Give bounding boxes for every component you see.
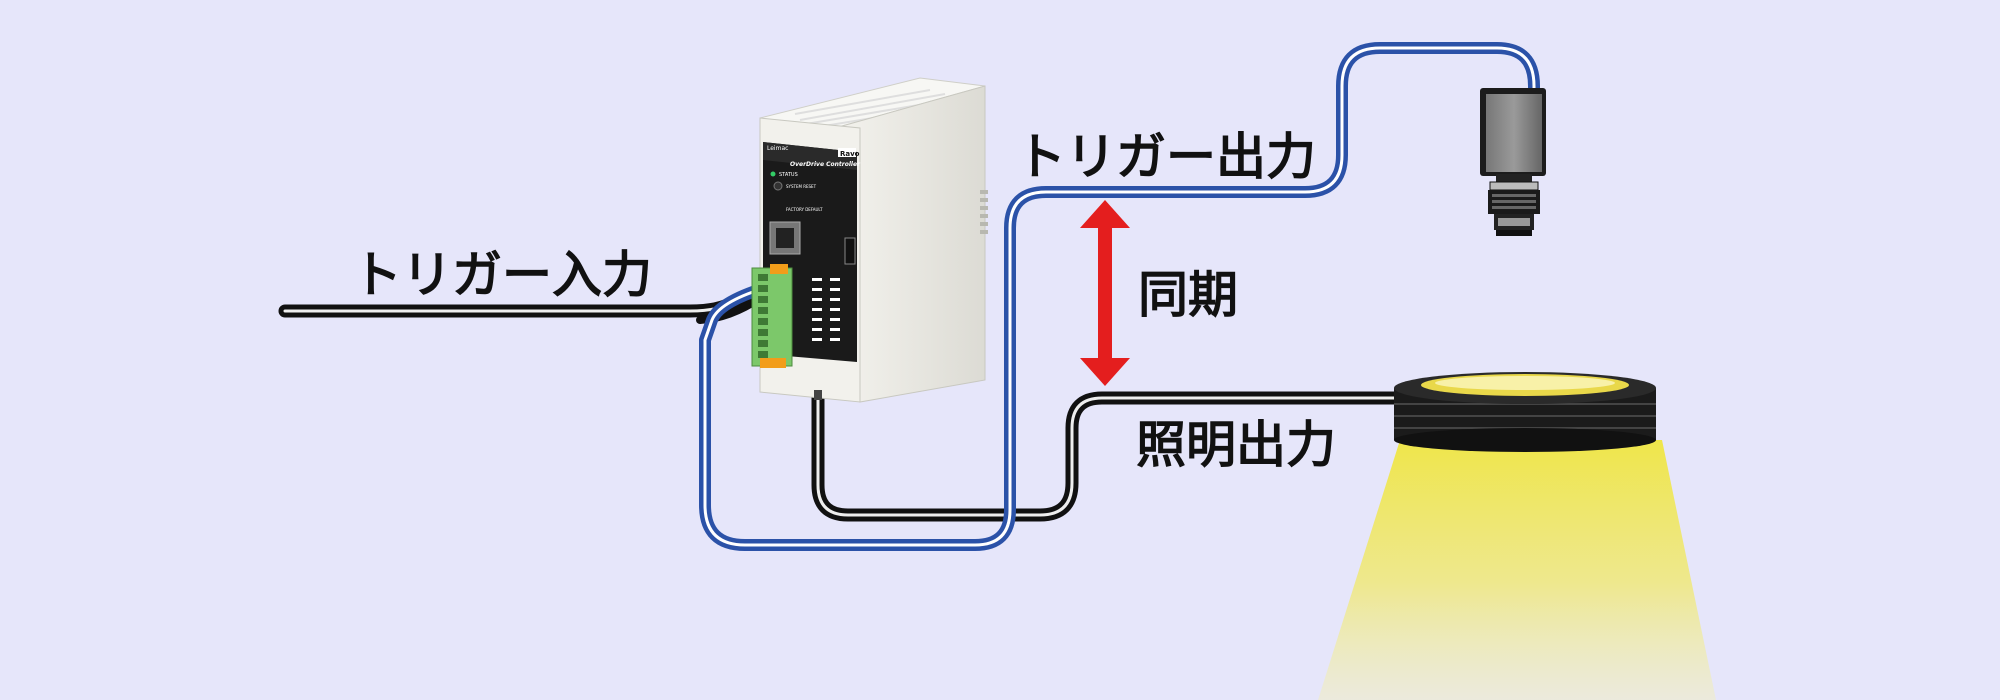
controller-badge: Ravo [840,150,860,158]
light-beam [1318,440,1716,700]
controller-status-label: STATUS [779,172,798,178]
industrial-camera-icon [1480,88,1546,236]
controller-brand: Leimac [767,145,788,152]
controller-model: OverDrive Controller [790,161,861,168]
controller-factory-label: FACTORY DEFAULT [786,207,823,212]
sync-label: 同期 [1138,266,1238,324]
trigger-output-cable [699,42,1540,551]
trigger-output-label: トリガー出力 [1016,128,1316,186]
controller-reset-label: SYSTEM RESET [786,184,817,189]
ring-light-icon [1394,372,1656,452]
lighting-output-cable [811,389,1407,522]
overdrive-controller-icon: Leimac OverDrive Controller Ravo STATUS … [751,77,988,403]
lighting-output-label: 照明出力 [1136,416,1336,474]
double-headed-arrow-icon [1080,200,1130,386]
trigger-input-label: トリガー入力 [352,246,652,304]
